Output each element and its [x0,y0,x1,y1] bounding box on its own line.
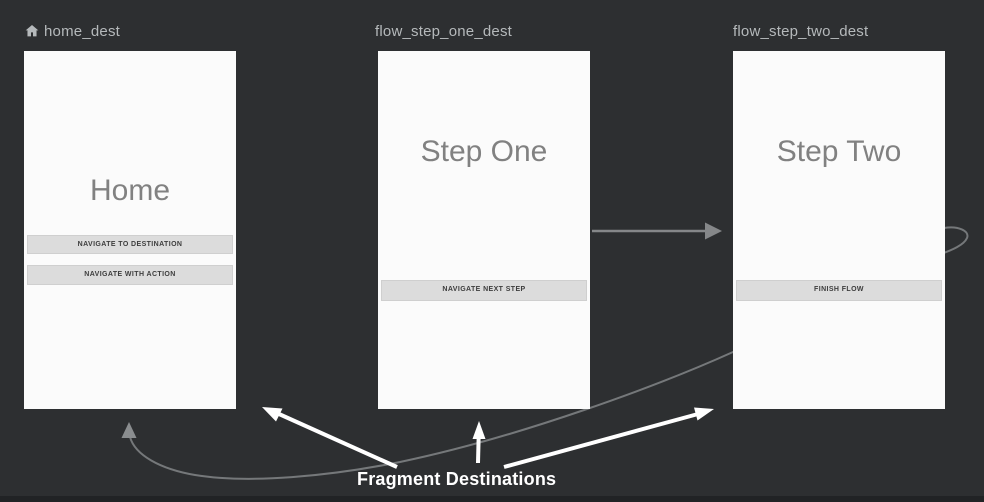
destination-label-text: flow_step_one_dest [375,22,513,40]
destination-card-home[interactable]: Home NAVIGATE TO DESTINATION NAVIGATE WI… [24,51,236,409]
navigate-to-destination-button: NAVIGATE TO DESTINATION [27,235,233,254]
fragment-destinations-caption: Fragment Destinations [357,469,557,489]
navigate-next-step-button: NAVIGATE NEXT STEP [381,280,587,301]
arrowhead-icon [121,422,137,438]
screen-title: Step Two [776,135,902,168]
navigate-with-action-button: NAVIGATE WITH ACTION [27,265,233,285]
window-bottom-edge [0,496,984,502]
action-edge-step-two-pop-to-home[interactable] [121,226,969,480]
screen-title: Home [89,174,171,207]
home-icon [24,23,40,39]
screen-title: Step One [420,135,548,168]
destination-label-text: flow_step_two_dest [733,22,869,40]
destination-card-step-two[interactable]: Step Two FINISH FLOW [733,51,945,409]
destination-label-step-one[interactable]: flow_step_one_dest [375,21,512,41]
finish-flow-button: FINISH FLOW [736,280,942,301]
destination-label-home[interactable]: home_dest [24,21,120,41]
action-edge-step-one-to-step-two[interactable] [592,222,722,240]
destination-card-step-one[interactable]: Step One NAVIGATE NEXT STEP [378,51,590,409]
arrowhead-icon [705,222,722,240]
destination-label-step-two[interactable]: flow_step_two_dest [733,21,868,41]
destination-label-text: home_dest [44,22,121,40]
